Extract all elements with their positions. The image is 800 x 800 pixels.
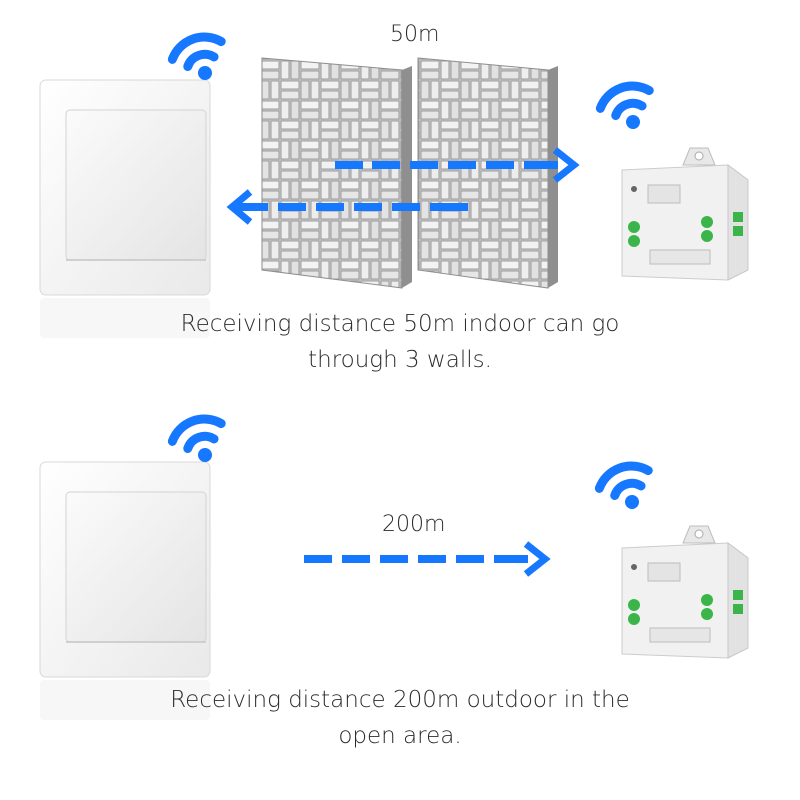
indoor-scene-illustration (39, 32, 749, 338)
brick-wall-2 (417, 57, 558, 289)
arrow-left-icon (226, 189, 468, 225)
wifi-signal-icon (594, 461, 653, 509)
arrow-right-icon (304, 541, 551, 577)
receiver-module (621, 525, 749, 659)
outdoor-caption-line-1: Receiving distance 200m outdoor in the (170, 687, 630, 713)
indoor-range-panel: 50m Receiving distance 50m indoor can go… (39, 22, 749, 378)
arrow-right-icon (335, 147, 580, 183)
receiver-module (621, 147, 749, 281)
brick-wall-1 (261, 57, 412, 289)
outdoor-caption: Receiving distance 200m outdoor in the o… (100, 682, 700, 754)
outdoor-distance-label: 200m (382, 512, 446, 537)
switch-reflection (40, 680, 210, 720)
wifi-signal-icon (167, 414, 226, 462)
indoor-caption-line-1: Receiving distance 50m indoor can go (180, 311, 620, 337)
outdoor-caption-line-2: open area. (338, 723, 462, 749)
indoor-distance-label: 50m (390, 22, 440, 47)
wifi-signal-icon (167, 32, 226, 80)
switch-reflection (40, 298, 210, 338)
wall-switch-transmitter (39, 79, 211, 296)
wall-switch-transmitter (39, 461, 211, 678)
outdoor-range-panel: 200m Receiving distance 200m outdoor in … (0, 400, 800, 800)
indoor-caption: Receiving distance 50m indoor can go thr… (100, 306, 700, 378)
outdoor-scene-illustration (39, 414, 749, 720)
indoor-caption-line-2: through 3 walls. (308, 347, 492, 373)
wifi-signal-icon (595, 81, 654, 129)
